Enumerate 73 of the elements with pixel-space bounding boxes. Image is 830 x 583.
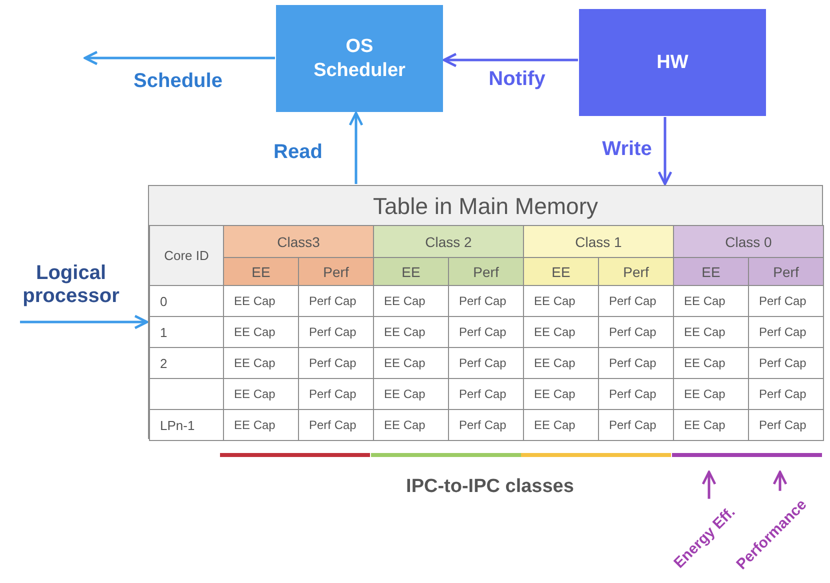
arrow: [772, 470, 788, 491]
table-cell: Perf Cap: [298, 378, 374, 410]
arrow: [658, 117, 672, 186]
table-cell: EE Cap: [523, 285, 599, 317]
table-cell: Perf Cap: [448, 285, 524, 317]
table-cell: EE Cap: [373, 347, 449, 379]
table-cell: EE Cap: [223, 316, 299, 348]
arrow: [442, 52, 578, 68]
table-cell: EE Cap: [673, 409, 749, 441]
table-cell: Perf Cap: [598, 347, 674, 379]
header-cell: Class 0: [673, 225, 824, 258]
header-cell: Class3: [223, 225, 374, 258]
header-cell: Class 2: [373, 225, 524, 258]
table-cell: Perf Cap: [748, 409, 824, 441]
table-cell: EE Cap: [223, 409, 299, 441]
edge-label: Read: [272, 141, 324, 165]
arrow: [702, 470, 716, 499]
table-cell: Perf Cap: [298, 409, 374, 441]
table-cell: 2: [149, 347, 224, 379]
memory-table: [148, 185, 823, 439]
table-cell: Perf Cap: [448, 409, 524, 441]
table-cell: Perf Cap: [598, 316, 674, 348]
table-cell: EE Cap: [673, 378, 749, 410]
table-cell: EE Cap: [223, 347, 299, 379]
table-cell: Perf Cap: [598, 285, 674, 317]
header-cell: Class 1: [523, 225, 674, 258]
table-cell: Perf Cap: [448, 316, 524, 348]
header-cell: EE: [673, 257, 749, 286]
table-cell: Perf Cap: [298, 316, 374, 348]
table-cell: EE Cap: [523, 378, 599, 410]
edge-label: Notify: [488, 68, 546, 92]
header-cell: EE: [373, 257, 449, 286]
edge-label: Schedule: [132, 70, 224, 94]
table-cell: Perf Cap: [298, 285, 374, 317]
header-cell: Perf: [748, 257, 824, 286]
header-cell: Perf: [298, 257, 374, 286]
header-cell: EE: [223, 257, 299, 286]
axis-caption: IPC-to-IPC classes: [405, 476, 575, 499]
table-cell: EE Cap: [673, 347, 749, 379]
table-cell: EE Cap: [523, 347, 599, 379]
header-cell: Core ID: [149, 225, 224, 286]
table-cell: EE Cap: [523, 316, 599, 348]
header-cell: Perf: [448, 257, 524, 286]
table-cell: Perf Cap: [748, 285, 824, 317]
table-cell: 1: [149, 316, 224, 348]
arrow: [20, 314, 148, 330]
table-cell: Perf Cap: [298, 347, 374, 379]
table-cell: EE Cap: [373, 378, 449, 410]
input-label: Logical processor: [15, 262, 127, 318]
table-cell: Perf Cap: [748, 347, 824, 379]
header-cell: EE: [523, 257, 599, 286]
table-cell: EE Cap: [523, 409, 599, 441]
table-cell: EE Cap: [223, 378, 299, 410]
table-cell: 0: [149, 285, 224, 317]
table-cell: Perf Cap: [448, 347, 524, 379]
table-cell: EE Cap: [673, 316, 749, 348]
process-box: HW: [579, 9, 766, 116]
table-cell: Perf Cap: [448, 378, 524, 410]
table-cell: EE Cap: [373, 409, 449, 441]
header-cell: Perf: [598, 257, 674, 286]
arrow: [84, 50, 275, 66]
table-cell: Perf Cap: [598, 409, 674, 441]
table-cell: EE Cap: [373, 316, 449, 348]
table-cell: EE Cap: [223, 285, 299, 317]
arrow: [348, 112, 364, 184]
table-cell: Perf Cap: [748, 378, 824, 410]
table-cell: Perf Cap: [598, 378, 674, 410]
table-cell: Perf Cap: [748, 316, 824, 348]
table-cell: LPn-1: [149, 409, 224, 441]
edge-label: Write: [601, 138, 653, 162]
table-cell: EE Cap: [373, 285, 449, 317]
table-cell: EE Cap: [673, 285, 749, 317]
process-box: OS Scheduler: [276, 5, 443, 112]
